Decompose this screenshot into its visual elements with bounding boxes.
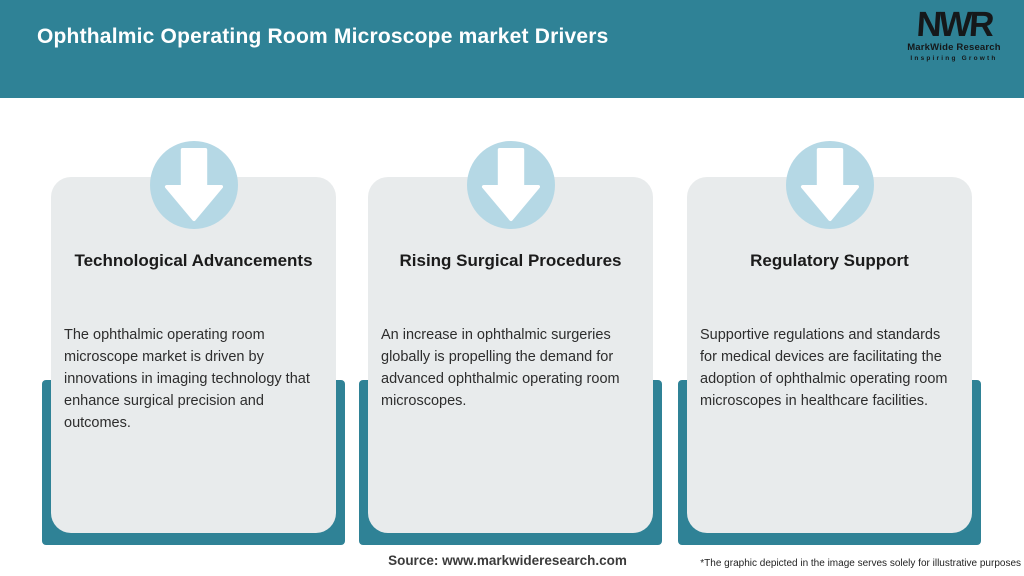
card-description: An increase in ophthalmic surgeries glob… [381,327,620,409]
driver-column-technological-advancements: Technological Advancements The ophthalmi… [42,0,345,576]
driver-card [51,177,336,533]
page-title: Ophthalmic Operating Room Microscope mar… [37,25,609,48]
arrow-down-icon [149,141,238,229]
logo-name: MarkWide Research [907,42,1001,53]
card-title: Rising Surgical Procedures [399,251,622,270]
logo-tagline: Inspiring Growth [910,55,998,62]
arrow-down-icon [466,141,555,229]
card-title: Regulatory Support [750,251,909,270]
driver-card [687,177,972,533]
card-description: The ophthalmic operating room microscope… [64,327,310,431]
driver-column-rising-surgical-procedures: Rising Surgical Procedures An increase i… [359,0,662,576]
arrow-down-icon [785,141,874,229]
driver-card [368,177,653,533]
driver-column-regulatory-support: Regulatory Support Supportive regulation… [678,0,981,576]
card-title: Technological Advancements [74,251,313,270]
markwide-logo: NWR MarkWide Research Inspiring Growth [896,5,1012,62]
header-bar: Ophthalmic Operating Room Microscope mar… [0,0,1024,98]
card-description: Supportive regulations and standards for… [700,327,948,409]
source-text: Source: www.markwideresearch.com [388,553,627,568]
disclaimer-text: *The graphic depicted in the image serve… [700,558,1021,569]
